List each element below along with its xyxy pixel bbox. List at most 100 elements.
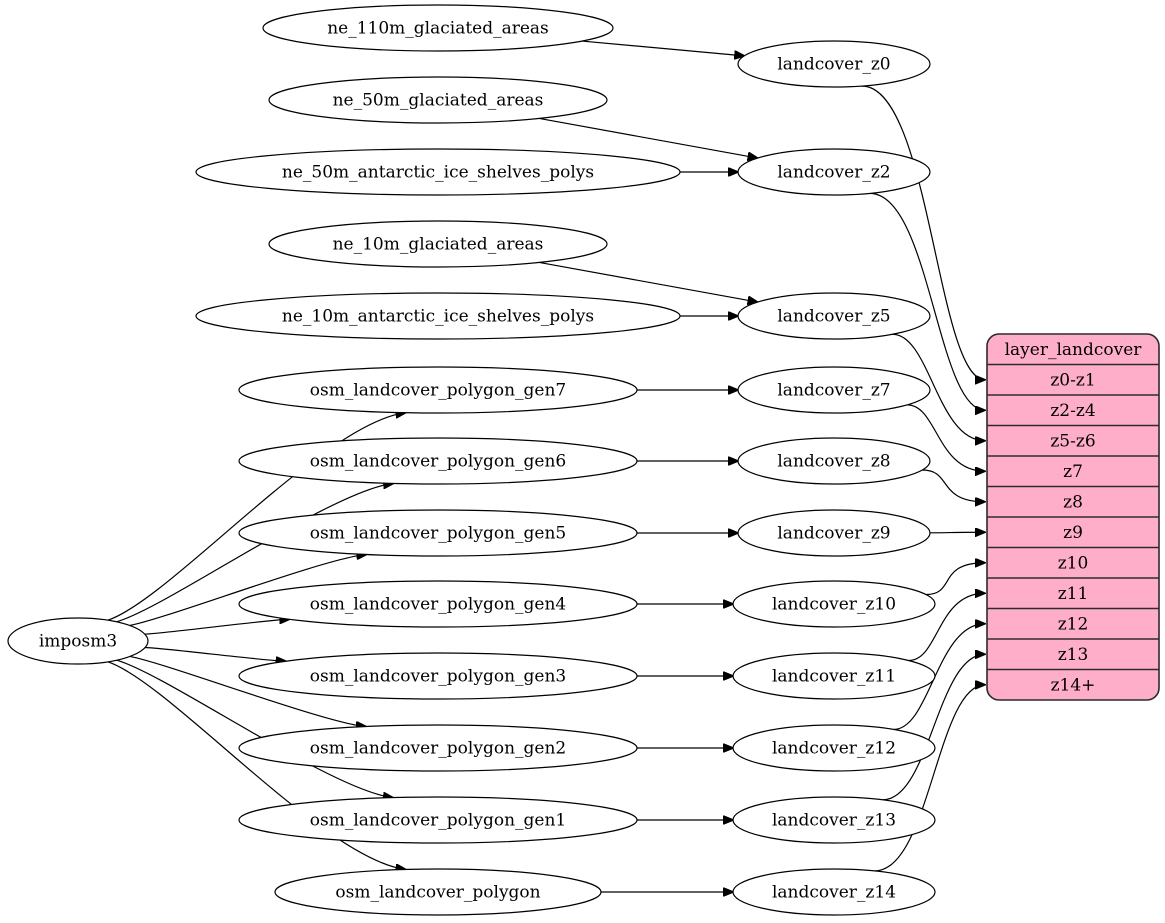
landcover-node-landcover_z12[interactable]: landcover_z12 xyxy=(732,724,936,772)
node-label: imposm3 xyxy=(39,632,117,652)
osm-node-osm_landcover_polygon_gen1[interactable]: osm_landcover_polygon_gen1 xyxy=(238,796,638,844)
table-row-z0-z1[interactable]: z0-z1 xyxy=(1050,370,1095,390)
node-ellipse xyxy=(262,4,614,52)
node-ellipse xyxy=(274,868,602,916)
node-label: osm_landcover_polygon_gen3 xyxy=(310,667,566,687)
node-ellipse xyxy=(737,292,931,340)
table-row-z8[interactable]: z8 xyxy=(1063,492,1083,512)
landcover-node-landcover_z9[interactable]: landcover_z9 xyxy=(737,509,931,557)
edge-layer xyxy=(107,40,985,892)
edge-landcover_z9-to-z9 xyxy=(929,532,985,533)
node-label: osm_landcover_polygon_gen1 xyxy=(310,811,566,831)
edge-landcover_z0-to-z0-z1 xyxy=(861,85,985,380)
node-ellipse xyxy=(195,148,681,196)
node-label: osm_landcover_polygon xyxy=(335,883,540,903)
node-ellipse xyxy=(238,437,638,485)
node-ellipse xyxy=(737,148,931,196)
ne-node-ne_10m_glaciated_areas[interactable]: ne_10m_glaciated_areas xyxy=(268,220,608,268)
node-label: osm_landcover_polygon_gen6 xyxy=(310,452,566,472)
edge-landcover_z11-to-z11 xyxy=(908,593,985,662)
node-ellipse xyxy=(732,796,936,844)
ne-node-ne_50m_glaciated_areas[interactable]: ne_50m_glaciated_areas xyxy=(268,76,608,124)
node-label: osm_landcover_polygon_gen5 xyxy=(310,524,566,544)
landcover-node-landcover_z10[interactable]: landcover_z10 xyxy=(732,580,936,628)
node-ellipse xyxy=(737,40,931,88)
edge-imposm3-to-osm_landcover_polygon_gen5 xyxy=(129,554,367,627)
table-row-z2-z4[interactable]: z2-z4 xyxy=(1050,401,1095,421)
node-ellipse xyxy=(732,724,936,772)
osm-node-osm_landcover_polygon_gen7[interactable]: osm_landcover_polygon_gen7 xyxy=(238,366,638,414)
landcover-node-landcover_z13[interactable]: landcover_z13 xyxy=(732,796,936,844)
ne-node-ne_110m_glaciated_areas[interactable]: ne_110m_glaciated_areas xyxy=(262,4,614,52)
edge-landcover_z2-to-z2-z4 xyxy=(869,192,985,410)
node-ellipse xyxy=(737,509,931,557)
node-ellipse xyxy=(238,796,638,844)
landcover-node-landcover_z11[interactable]: landcover_z11 xyxy=(732,652,936,700)
osm-node-osm_landcover_polygon_gen6[interactable]: osm_landcover_polygon_gen6 xyxy=(238,437,638,485)
node-ellipse xyxy=(732,580,936,628)
node-label: landcover_z8 xyxy=(777,452,890,472)
osm-node-osm_landcover_polygon_gen2[interactable]: osm_landcover_polygon_gen2 xyxy=(238,724,638,772)
node-label: landcover_z5 xyxy=(777,307,890,327)
node-label: landcover_z7 xyxy=(777,381,890,401)
table-row-z7[interactable]: z7 xyxy=(1063,462,1083,482)
table-row-z14+[interactable]: z14+ xyxy=(1051,675,1096,695)
table-row-z9[interactable]: z9 xyxy=(1063,523,1083,543)
node-label: osm_landcover_polygon_gen4 xyxy=(310,595,566,615)
node-label: ne_50m_glaciated_areas xyxy=(333,91,544,111)
table-row-z11[interactable]: z11 xyxy=(1058,584,1089,604)
osm-node-osm_landcover_polygon_gen3[interactable]: osm_landcover_polygon_gen3 xyxy=(238,652,638,700)
landcover-node-landcover_z7[interactable]: landcover_z7 xyxy=(737,366,931,414)
node-layer: imposm3 ne_110m_glaciated_areas ne_50m_gla… xyxy=(7,4,936,916)
node-label: landcover_z9 xyxy=(777,524,890,544)
osm-node-osm_landcover_polygon_gen4[interactable]: osm_landcover_polygon_gen4 xyxy=(238,580,638,628)
edge-ne_50m_glaciated_areas-to-landcover_z2 xyxy=(539,117,757,158)
edge-ne_110m_glaciated_areas-to-landcover_z0 xyxy=(581,40,744,56)
node-label: landcover_z14 xyxy=(772,883,896,903)
node-label: landcover_z0 xyxy=(777,55,890,75)
table-header-label: layer_landcover xyxy=(1005,340,1143,360)
landcover-node-landcover_z14[interactable]: landcover_z14 xyxy=(732,868,936,916)
layer-landcover-table: layer_landcover z0-z1 z2-z4 z5-z6 z7 z8 z9 z10 z… xyxy=(986,333,1160,701)
edge-landcover_z8-to-z8 xyxy=(922,469,985,502)
ne-node-ne_50m_antarctic_ice_shelves_polys[interactable]: ne_50m_antarctic_ice_shelves_polys xyxy=(195,148,681,196)
node-ellipse xyxy=(238,580,638,628)
edge-imposm3-to-osm_landcover_polygon_gen6 xyxy=(116,483,393,623)
table-row-z5-z6[interactable]: z5-z6 xyxy=(1050,431,1095,451)
edge-landcover_z14-to-z14+ xyxy=(874,685,985,872)
landcover-node-landcover_z2[interactable]: landcover_z2 xyxy=(737,148,931,196)
node-ellipse xyxy=(7,617,149,665)
edge-landcover_z7-to-z7 xyxy=(907,404,985,471)
node-label: landcover_z13 xyxy=(772,811,896,831)
edge-landcover_z5-to-z5-z6 xyxy=(892,333,985,441)
node-label: ne_50m_antarctic_ice_shelves_polys xyxy=(282,163,594,183)
node-ellipse xyxy=(732,652,936,700)
landcover-node-landcover_z0[interactable]: landcover_z0 xyxy=(737,40,931,88)
table-row-z10[interactable]: z10 xyxy=(1058,553,1089,573)
node-ellipse xyxy=(238,652,638,700)
landcover-node-landcover_z8[interactable]: landcover_z8 xyxy=(737,437,931,485)
edge-imposm3-to-osm_landcover_polygon xyxy=(107,661,406,870)
node-ellipse xyxy=(195,292,681,340)
node-label: landcover_z2 xyxy=(777,163,890,183)
osm-node-osm_landcover_polygon[interactable]: osm_landcover_polygon xyxy=(274,868,602,916)
node-ellipse xyxy=(268,220,608,268)
ne-node-ne_10m_antarctic_ice_shelves_polys[interactable]: ne_10m_antarctic_ice_shelves_polys xyxy=(195,292,681,340)
edge-landcover_z13-to-z13 xyxy=(882,654,985,801)
edge-imposm3-to-osm_landcover_polygon_gen2 xyxy=(129,655,366,726)
node-label: ne_110m_glaciated_areas xyxy=(327,19,549,39)
layer-table-group[interactable]: layer_landcover z0-z1 z2-z4 z5-z6 z7 z8 z9 z10 z… xyxy=(986,333,1160,701)
edge-landcover_z10-to-z10 xyxy=(926,563,985,596)
landcover-node-landcover_z5[interactable]: landcover_z5 xyxy=(737,292,931,340)
table-row-z12[interactable]: z12 xyxy=(1058,614,1089,634)
osm-node-osm_landcover_polygon_gen5[interactable]: osm_landcover_polygon_gen5 xyxy=(238,509,638,557)
node-label: ne_10m_glaciated_areas xyxy=(333,235,544,255)
node-label: landcover_z12 xyxy=(772,739,896,759)
edge-imposm3-to-osm_landcover_polygon_gen1 xyxy=(116,659,393,797)
table-row-z13[interactable]: z13 xyxy=(1058,645,1089,665)
edge-imposm3-to-osm_landcover_polygon_gen4 xyxy=(144,619,289,635)
node-ellipse xyxy=(737,366,931,414)
source-node-imposm3[interactable]: imposm3 xyxy=(7,617,149,665)
